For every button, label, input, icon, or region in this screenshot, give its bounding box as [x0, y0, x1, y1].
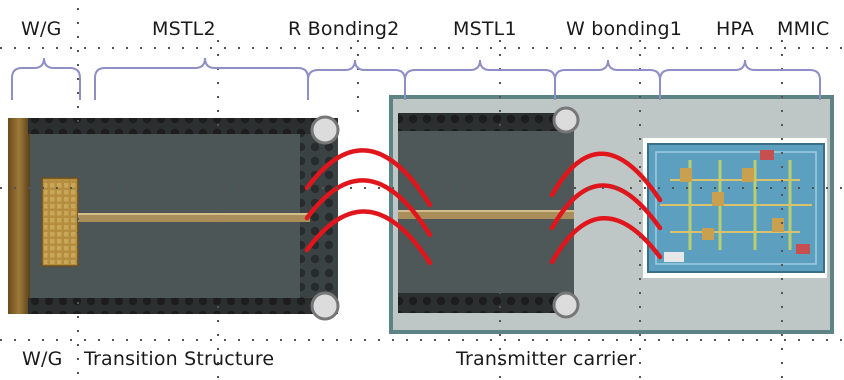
screw-hole-bottom [310, 291, 340, 321]
screw-hole-top-right [552, 106, 580, 134]
brace-lines [11, 57, 821, 100]
bonding1-wires [549, 151, 663, 265]
mstl1-line [398, 210, 574, 219]
transition-structure-board [8, 115, 340, 321]
screw-hole-bottom-right [552, 291, 580, 319]
label-mstl1: MSTL1 [453, 18, 517, 40]
bonding2-wires [304, 148, 433, 266]
dotted-guides [0, 8, 844, 378]
label-transition-structure: Transition Structure [84, 348, 275, 370]
label-wg-top: W/G [21, 18, 62, 40]
label-hpa: HPA [716, 18, 755, 40]
label-r-bonding2: R Bonding2 [288, 18, 400, 40]
mstl2-line [78, 213, 310, 222]
screw-hole-top [310, 115, 340, 145]
label-w-bonding1: W bonding1 [566, 18, 683, 40]
mstl1-board [398, 106, 580, 319]
label-wg-bottom: W/G [22, 348, 63, 370]
label-mmic: MMIC [777, 18, 830, 40]
label-mstl2: MSTL2 [152, 18, 216, 40]
hpa-mmic-chip [643, 138, 827, 278]
label-transmitter-carrier: Transmitter carrier [456, 348, 637, 370]
